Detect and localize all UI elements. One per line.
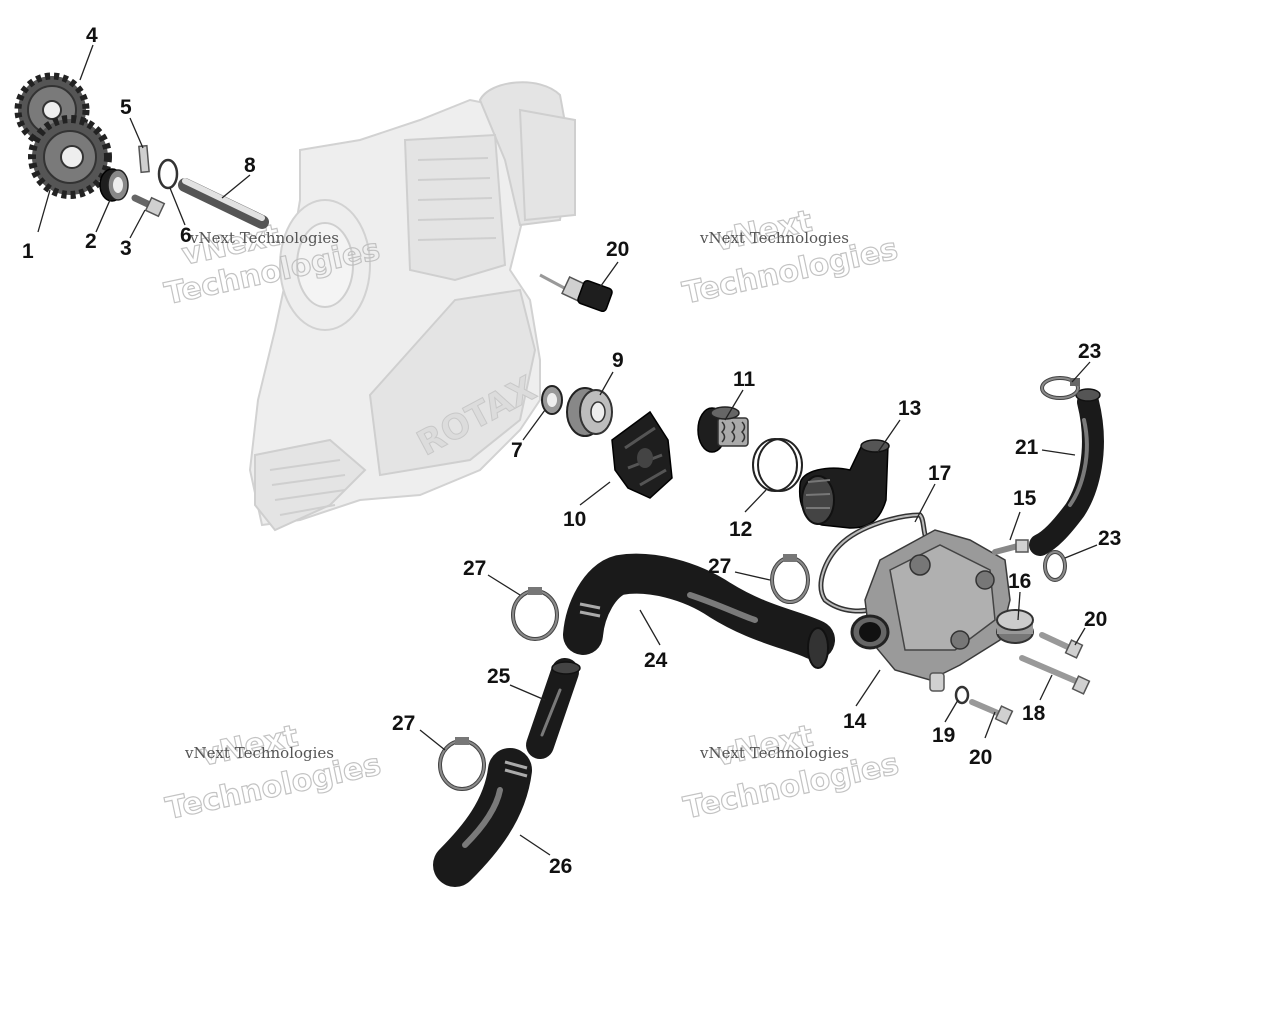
watermark-top-right: Technologies vNext vNext Technologies bbox=[679, 203, 901, 312]
bypass-hose bbox=[1029, 388, 1104, 556]
mechanical-seal bbox=[566, 387, 613, 437]
callout-part-20-lower: 20 bbox=[969, 746, 992, 769]
coolant-hose-main bbox=[563, 553, 835, 669]
callouts: 4 5 1 2 3 6 8 20 9 7 10 11 12 13 17 15 2… bbox=[22, 24, 1121, 878]
bolt-short bbox=[992, 539, 1029, 555]
callout-part-22: 21 bbox=[1015, 436, 1039, 459]
o-ring bbox=[157, 158, 179, 190]
seal-small bbox=[541, 385, 563, 415]
callout-part-19: 19 bbox=[932, 724, 955, 747]
callout-part-4: 4 bbox=[86, 24, 98, 47]
callout-part-7: 7 bbox=[511, 439, 523, 462]
callout-part-3: 3 bbox=[120, 237, 132, 260]
callout-part-13: 13 bbox=[898, 397, 921, 420]
bolt bbox=[131, 194, 166, 218]
engine-case-ghost: ROTAX bbox=[248, 81, 576, 532]
watermark-text: vNext Technologies bbox=[184, 744, 334, 762]
callout-part-27-middle: 27 bbox=[708, 555, 731, 578]
hose-clamp-lower bbox=[438, 737, 486, 791]
watermark-bottom-left: Technologies vNext vNext Technologies bbox=[162, 718, 384, 827]
watermark-bottom-right: Technologies vNext vNext Technologies bbox=[680, 718, 902, 827]
coolant-hose-lower bbox=[433, 748, 532, 887]
watermark-text: vNext Technologies bbox=[699, 229, 849, 247]
hose-clamp-bottom bbox=[1043, 550, 1067, 582]
callout-part-9: 9 bbox=[612, 349, 624, 372]
shaft bbox=[178, 178, 269, 229]
callout-part-27-lower: 27 bbox=[392, 712, 415, 735]
ring-gasket bbox=[752, 438, 803, 492]
callout-part-15: 15 bbox=[1013, 487, 1037, 510]
callout-part-21: 20 bbox=[606, 238, 629, 261]
callout-part-27-left: 27 bbox=[463, 557, 486, 580]
dowel-pin bbox=[138, 144, 150, 174]
callout-part-14: 14 bbox=[843, 710, 867, 733]
hose-clamp-left bbox=[511, 587, 559, 641]
callout-part-23-bottom: 23 bbox=[1098, 527, 1121, 550]
gear-lower bbox=[28, 115, 112, 199]
callout-part-1: 1 bbox=[22, 240, 34, 263]
callout-part-26: 26 bbox=[549, 855, 572, 878]
bolt-long bbox=[1019, 655, 1091, 695]
impeller bbox=[611, 410, 673, 499]
callout-part-8: 8 bbox=[244, 154, 256, 177]
bolt-medium-upper bbox=[1039, 632, 1084, 659]
hose-clamp-top bbox=[1040, 376, 1080, 400]
thermostat bbox=[697, 406, 749, 453]
thermostat-housing-elbow bbox=[798, 439, 890, 529]
sealing-washer bbox=[954, 685, 970, 705]
callout-part-16: 16 bbox=[1008, 570, 1031, 593]
callout-part-10: 10 bbox=[563, 508, 586, 531]
leader-lines bbox=[37, 44, 1098, 856]
temperature-sensor bbox=[539, 273, 613, 313]
watermark-text: vNext Technologies bbox=[189, 229, 339, 247]
callout-part-23-top: 23 bbox=[1078, 340, 1101, 363]
callout-part-2: 2 bbox=[85, 230, 97, 253]
hose-clamp-middle bbox=[770, 554, 810, 604]
callout-part-5: 5 bbox=[120, 96, 132, 119]
water-pump-housing bbox=[850, 529, 1011, 692]
callout-part-20-upper: 20 bbox=[1084, 608, 1107, 631]
bolt-medium-lower bbox=[969, 699, 1014, 725]
callout-part-6: 6 bbox=[180, 224, 192, 247]
callout-part-17: 17 bbox=[928, 462, 951, 485]
callout-part-24: 24 bbox=[644, 649, 668, 672]
hose-connector bbox=[526, 658, 581, 759]
callout-part-25: 25 bbox=[487, 665, 511, 688]
bushing bbox=[99, 168, 129, 202]
callout-part-18: 18 bbox=[1022, 702, 1046, 725]
watermark-text: vNext Technologies bbox=[699, 744, 849, 762]
callout-part-11: 11 bbox=[733, 368, 756, 391]
seal-ring bbox=[996, 609, 1034, 644]
callout-part-12: 12 bbox=[729, 518, 752, 541]
